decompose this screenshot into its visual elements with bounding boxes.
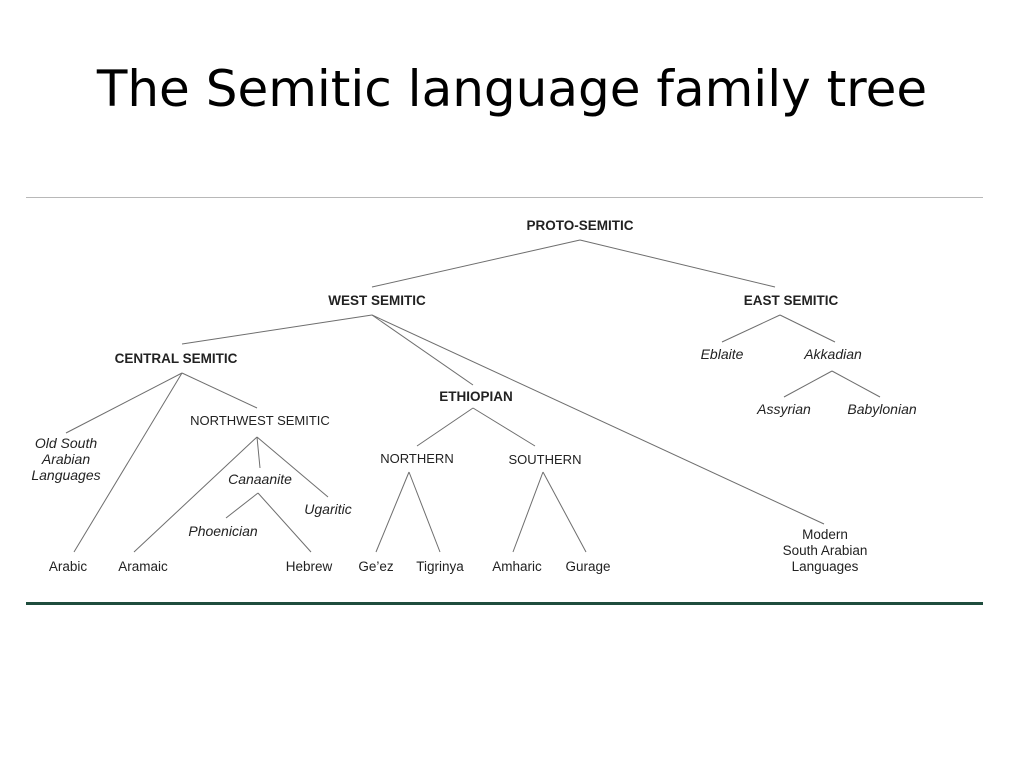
node-akkadian: Akkadian [803, 346, 862, 362]
node-old-south-arabian-line-2: Arabian [41, 451, 90, 467]
edge-northern-tigrinya [408, 471, 441, 553]
node-geez: Ge’ez [358, 559, 394, 574]
node-southern: SOUTHERN [509, 452, 582, 467]
node-east-semitic: EAST SEMITIC [744, 293, 839, 308]
node-babylonian: Babylonian [847, 401, 916, 417]
edge-southern-amharic [512, 471, 544, 553]
edge-central-old-south-arabian [65, 372, 183, 434]
edge-akkadian-assyrian [783, 370, 833, 398]
node-tigrinya: Tigrinya [416, 559, 464, 574]
node-proto-semitic: PROTO-SEMITIC [526, 218, 633, 233]
tree-labels: PROTO-SEMITIC WEST SEMITIC EAST SEMITIC … [31, 218, 916, 574]
node-assyrian: Assyrian [756, 401, 811, 417]
tree-connectors [65, 239, 881, 553]
node-aramaic: Aramaic [118, 559, 168, 574]
edge-west-ethiopian [371, 314, 474, 386]
node-northwest-semitic: NORTHWEST SEMITIC [190, 413, 330, 428]
top-divider [26, 197, 983, 198]
node-old-south-arabian-line-3: Languages [31, 467, 100, 483]
node-modern-south-arabian-line-3: Languages [792, 559, 859, 574]
node-modern-south-arabian-line-2: South Arabian [783, 543, 868, 558]
edge-akkadian-babylonian [831, 370, 881, 398]
node-modern-south-arabian-line-1: Modern [802, 527, 848, 542]
edge-northwest-aramaic [133, 436, 258, 553]
node-gurage: Gurage [565, 559, 610, 574]
node-eblaite: Eblaite [701, 346, 744, 362]
edge-canaanite-hebrew [257, 492, 312, 553]
node-phoenician: Phoenician [188, 523, 257, 539]
node-arabic: Arabic [49, 559, 88, 574]
edge-canaanite-phoenician [225, 492, 259, 519]
edge-ethiopian-southern [472, 407, 536, 447]
node-ethiopian: ETHIOPIAN [439, 389, 513, 404]
edge-northern-geez [375, 471, 410, 553]
node-central-semitic: CENTRAL SEMITIC [115, 351, 238, 366]
node-hebrew: Hebrew [286, 559, 333, 574]
node-west-semitic: WEST SEMITIC [328, 293, 426, 308]
edge-southern-gurage [542, 471, 587, 553]
edge-central-arabic [73, 372, 183, 553]
edge-east-eblaite [721, 314, 781, 343]
edge-northwest-ugaritic [256, 436, 329, 498]
edge-proto-east [579, 239, 776, 288]
node-northern: NORTHERN [380, 451, 453, 466]
edge-northwest-canaanite [256, 436, 261, 469]
node-amharic: Amharic [492, 559, 542, 574]
edge-central-northwest [181, 372, 258, 409]
edge-west-central [181, 314, 373, 345]
node-old-south-arabian-line-1: Old South [35, 435, 97, 451]
bottom-divider [26, 602, 983, 605]
edge-east-akkadian [779, 314, 836, 343]
edge-west-modern-south-arabian [371, 314, 825, 525]
page-title: The Semitic language family tree [96, 60, 928, 118]
edge-proto-west [371, 239, 581, 288]
edge-ethiopian-northern [416, 407, 474, 447]
node-canaanite: Canaanite [228, 471, 292, 487]
node-ugaritic: Ugaritic [304, 501, 351, 517]
